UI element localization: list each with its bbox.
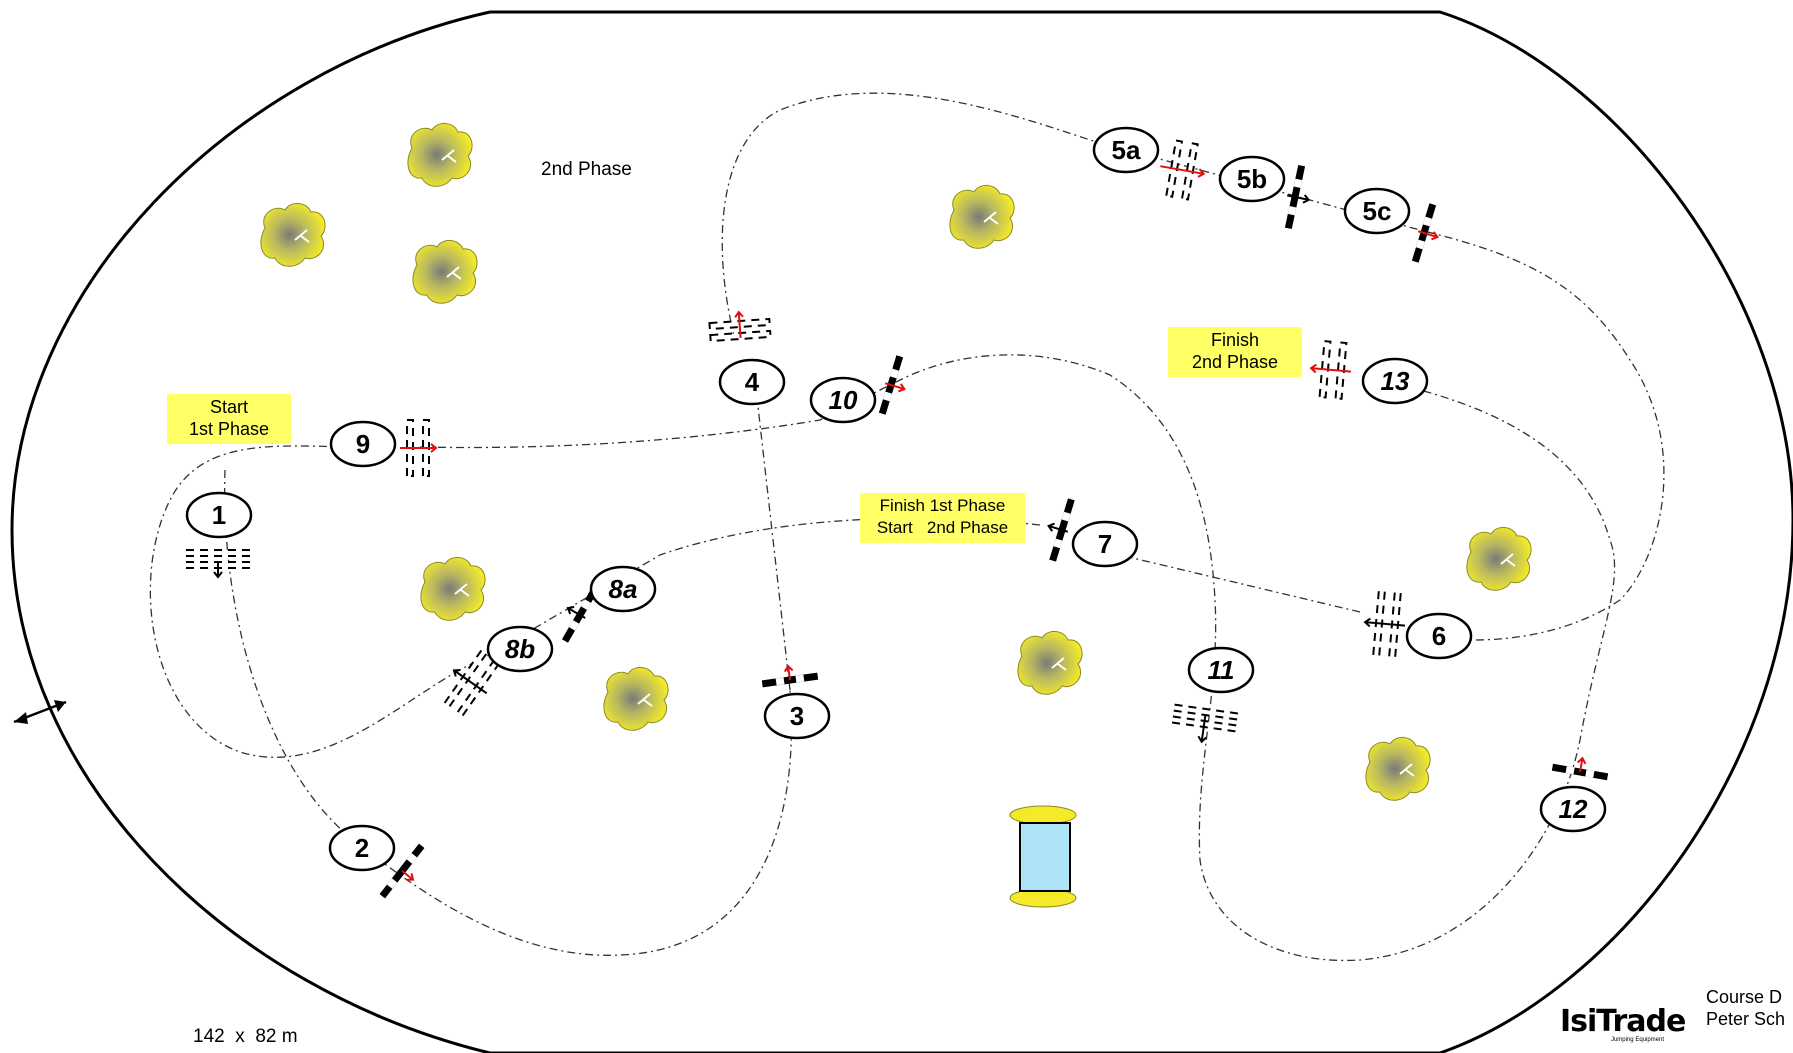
tree-icon: [603, 667, 669, 731]
marker-12-text: 12: [1559, 794, 1588, 824]
start-first-line2: 1st Phase: [188, 419, 270, 439]
marker-9: 9: [329, 420, 397, 468]
marker-5b: 5b: [1218, 155, 1286, 203]
marker-5a-text: 5a: [1112, 135, 1141, 165]
finish-second-line2: 2nd Phase: [1191, 352, 1279, 372]
fence-5b: [1284, 164, 1311, 230]
marker-4-text: 4: [745, 367, 760, 397]
finish-first-line: Finish 1st Phase: [879, 496, 1006, 515]
fence-5a: [1160, 139, 1206, 201]
fence-4: [708, 310, 772, 343]
tree-icon: [1466, 527, 1532, 591]
logo-subtitle: Jumping Equipment: [1610, 1037, 1664, 1043]
marker-1-text: 1: [212, 500, 226, 530]
fence-12: [1551, 756, 1609, 781]
tree-icon: [1365, 737, 1431, 801]
marker-10: 10: [809, 376, 877, 424]
start-first-phase-label: Start 1st Phase: [167, 394, 291, 444]
marker-10-text: 10: [829, 385, 858, 415]
second-phase-label: 2nd Phase: [541, 159, 632, 180]
marker-8a: 8a: [589, 565, 657, 613]
logo-text: IsiTrade: [1560, 1004, 1686, 1039]
marker-7-text: 7: [1098, 529, 1112, 559]
marker-1: 1: [185, 491, 253, 539]
fence-10: [878, 355, 906, 415]
marker-3: 3: [763, 692, 831, 740]
marker-5c: 5c: [1343, 187, 1411, 235]
arena-dimensions: 142 x 82 m: [193, 1026, 298, 1047]
marker-8a-text: 8a: [609, 574, 638, 604]
marker-8b-text: 8b: [505, 634, 535, 664]
marker-6: 6: [1405, 612, 1473, 660]
fence-7: [1047, 498, 1075, 562]
fence-8a: [561, 587, 599, 643]
designer-line2: Peter Sch: [1706, 1009, 1786, 1029]
start-first-line1: Start: [209, 397, 248, 417]
finish-second-phase-label: Finish 2nd Phase: [1168, 327, 1302, 377]
marker-7: 7: [1071, 520, 1139, 568]
course-route: [149, 92, 1665, 962]
marker-6-text: 6: [1432, 621, 1446, 651]
finish-first-start-second-label: Finish 1st Phase Start 2nd Phase: [860, 493, 1025, 543]
fence-8b: [443, 649, 501, 717]
fence-3: [761, 664, 819, 688]
trees: [260, 123, 1532, 801]
fence-1: [185, 549, 251, 579]
tree-icon: [949, 185, 1015, 249]
finish-second-line1: Finish: [1210, 330, 1259, 350]
marker-2: 2: [328, 824, 396, 872]
fence-13: [1309, 340, 1352, 400]
marker-11: 11: [1187, 646, 1255, 694]
marker-13: 13: [1361, 357, 1429, 405]
tree-icon: [412, 240, 478, 304]
fence-6: [1363, 590, 1406, 658]
marker-2-text: 2: [355, 833, 369, 863]
fence-5c: [1411, 203, 1439, 263]
marker-12: 12: [1539, 785, 1607, 833]
tree-icon: [407, 123, 473, 187]
water-jump: [1009, 805, 1077, 908]
tree-icon: [260, 203, 326, 267]
fence-11: [1170, 703, 1240, 744]
marker-9-text: 9: [356, 429, 370, 459]
start-second-line: Start 2nd Phase: [876, 518, 1009, 537]
isitrade-logo: IsiTrade Jumping Equipment: [1560, 1004, 1686, 1044]
marker-5c-text: 5c: [1363, 196, 1392, 226]
tree-icon: [1017, 631, 1083, 695]
tree-icon: [420, 557, 486, 621]
fence-2: [379, 843, 425, 899]
entrance-arrow-icon: [13, 700, 67, 724]
marker-5b-text: 5b: [1237, 164, 1267, 194]
fence-9: [400, 419, 438, 477]
marker-8b: 8b: [486, 625, 554, 673]
fences: [185, 139, 1609, 899]
marker-3-text: 3: [790, 701, 804, 731]
designer-line1: Course D: [1706, 987, 1783, 1007]
marker-4: 4: [718, 358, 786, 406]
course-designer: Course D Peter Sch: [1706, 986, 1785, 1030]
marker-5a: 5a: [1092, 126, 1160, 174]
marker-13-text: 13: [1381, 366, 1410, 396]
fence-markers: 1 2 3 4 5a 5b 5c 6 7 8a 8b 9 10 11 12 13: [185, 126, 1607, 872]
marker-11-text: 11: [1208, 655, 1235, 685]
